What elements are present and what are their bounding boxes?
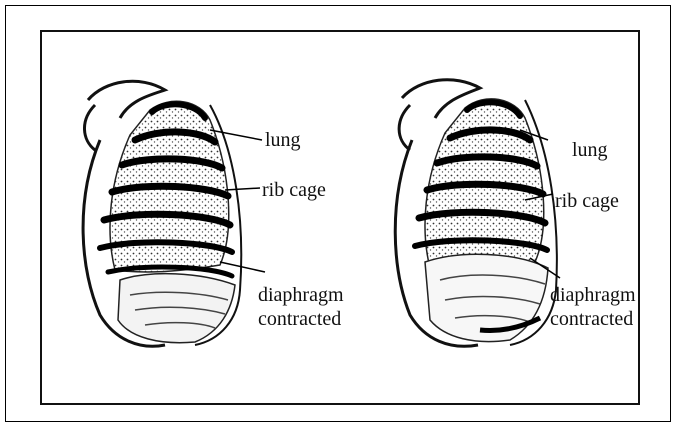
- left-diaphragm-region: [118, 274, 235, 343]
- right-ribcage-label: rib cage: [555, 190, 619, 212]
- left-ribcage-illustration: [83, 81, 265, 346]
- left-lung-label: lung: [265, 129, 301, 151]
- right-diaphragm-label: diaphragm: [550, 284, 636, 306]
- right-contracted-label: contracted: [550, 308, 633, 330]
- left-diaphragm-leader: [220, 262, 265, 272]
- left-ribcage-leader: [225, 188, 260, 190]
- left-lung-leader: [210, 130, 262, 140]
- left-contracted-label: contracted: [258, 308, 341, 330]
- left-diaphragm-label: diaphragm: [258, 284, 344, 306]
- left-ribcage-label: rib cage: [262, 179, 326, 201]
- right-lung-label: lung: [572, 139, 608, 161]
- right-ribcage-illustration: [395, 80, 560, 347]
